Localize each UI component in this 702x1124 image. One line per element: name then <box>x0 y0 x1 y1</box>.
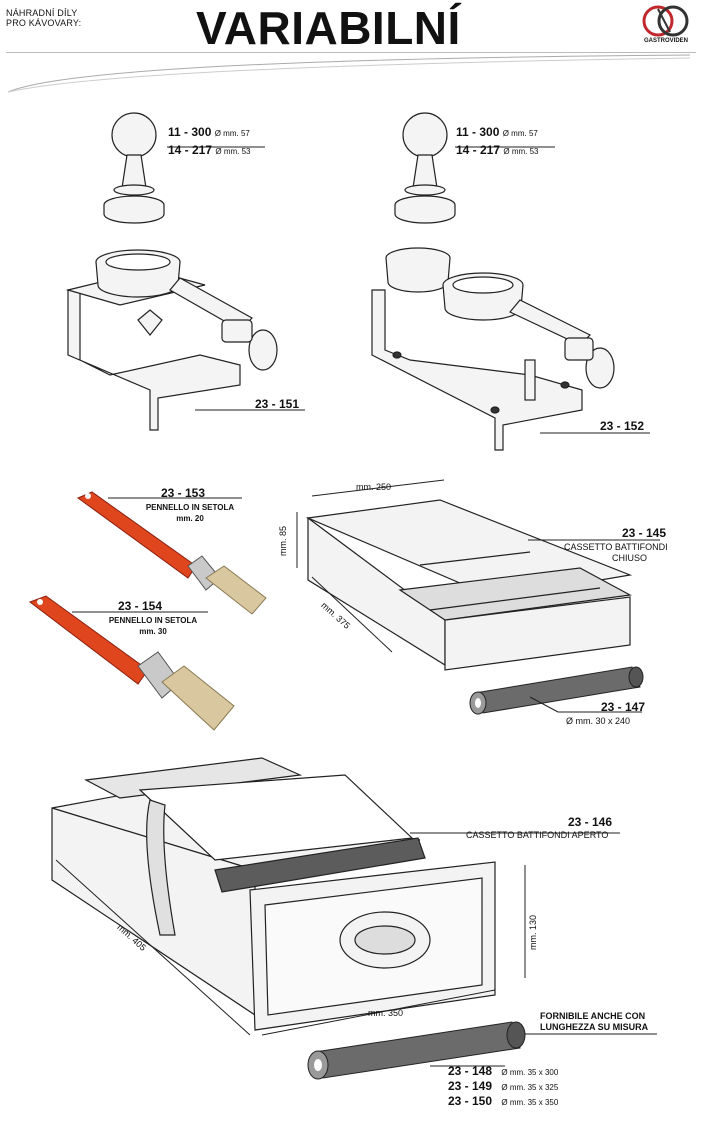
custom-length-note-line1: FORNIBILE ANCHE CON <box>540 1011 646 1021</box>
bar-30x240-code: 23 - 147 <box>601 700 646 714</box>
brush-30-illustration <box>28 595 235 731</box>
closed-drawer-illustration <box>305 499 633 671</box>
tamper-right-code1: 11 - 300 Ø mm. 57 <box>456 125 538 139</box>
custom-length-note: FORNIBILE ANCHE CON LUNGHEZZA SU MISURA <box>540 1011 648 1033</box>
stand-right-code: 23 - 152 <box>600 419 645 433</box>
open-drawer-label: CASSETTO BATTIFONDI APERTO <box>466 830 609 840</box>
brush-30-label1: PENNELLO IN SETOLA <box>108 616 198 625</box>
tamper-left-illustration <box>103 112 165 224</box>
bar-30x240-illustration <box>469 666 644 715</box>
header-subtitle: NÁHRADNÍ DÍLY PRO KÁVOVARY: <box>6 8 81 28</box>
logo-icon <box>642 5 689 37</box>
tamper-left-code2: 14 - 217 Ø mm. 53 <box>168 143 251 157</box>
brush-30-code: 23 - 154 <box>118 599 163 613</box>
bar-35-illustration <box>307 1021 526 1080</box>
brush-20-label1: PENNELLO IN SETOLA <box>145 503 235 512</box>
stand-left-code: 23 - 151 <box>255 397 300 411</box>
brush-drawer-drawings <box>28 479 660 731</box>
bar-35-list: 23 - 148 Ø mm. 35 x 300 23 - 149 Ø mm. 3… <box>448 1064 558 1109</box>
header-subtitle-line1: NÁHRADNÍ DÍLY <box>6 8 78 18</box>
bar-35-item: 23 - 148 Ø mm. 35 x 300 <box>448 1064 559 1078</box>
closed-drawer-label1: CASSETTO BATTIFONDI <box>564 542 668 552</box>
open-drawer-width: mm. 350 <box>368 1008 404 1018</box>
tamper-right-illustration <box>394 112 456 224</box>
page-title: VARIABILNÍ <box>196 2 461 54</box>
brush-30-label2: mm. 30 <box>139 627 167 636</box>
header-divider <box>6 52 696 53</box>
logo-text: GASTROVIDEN <box>643 38 688 44</box>
bar-35-item: 23 - 149 Ø mm. 35 x 325 <box>448 1079 559 1093</box>
closed-drawer-width: mm. 250 <box>356 482 392 492</box>
open-drawer-illustration <box>51 757 496 1031</box>
stand-right-illustration <box>371 247 615 451</box>
open-drawer-code: 23 - 146 <box>568 815 613 829</box>
tamper-stand-drawings <box>65 112 650 451</box>
stand-left-illustration <box>65 249 278 431</box>
brush-20-illustration <box>76 491 267 615</box>
closed-drawer-label2: CHIUSO <box>612 553 648 563</box>
bar-30x240-dim: Ø mm. 30 x 240 <box>566 716 631 726</box>
open-drawer-height: mm. 130 <box>528 914 538 950</box>
tamper-right-code2: 14 - 217 Ø mm. 53 <box>456 143 539 157</box>
header-subtitle-line2: PRO KÁVOVARY: <box>6 18 82 28</box>
custom-length-note-line2: LUNGHEZZA SU MISURA <box>540 1022 649 1032</box>
bar-35-item: 23 - 150 Ø mm. 35 x 350 <box>448 1094 559 1108</box>
header-swoosh <box>7 54 691 93</box>
brush-20-label2: mm. 20 <box>176 514 204 523</box>
closed-drawer-code: 23 - 145 <box>622 526 667 540</box>
tamper-left-code1: 11 - 300 Ø mm. 57 <box>168 125 250 139</box>
brush-20-code: 23 - 153 <box>161 486 206 500</box>
gastroviden-logo: GASTROVIDEN <box>640 4 692 50</box>
